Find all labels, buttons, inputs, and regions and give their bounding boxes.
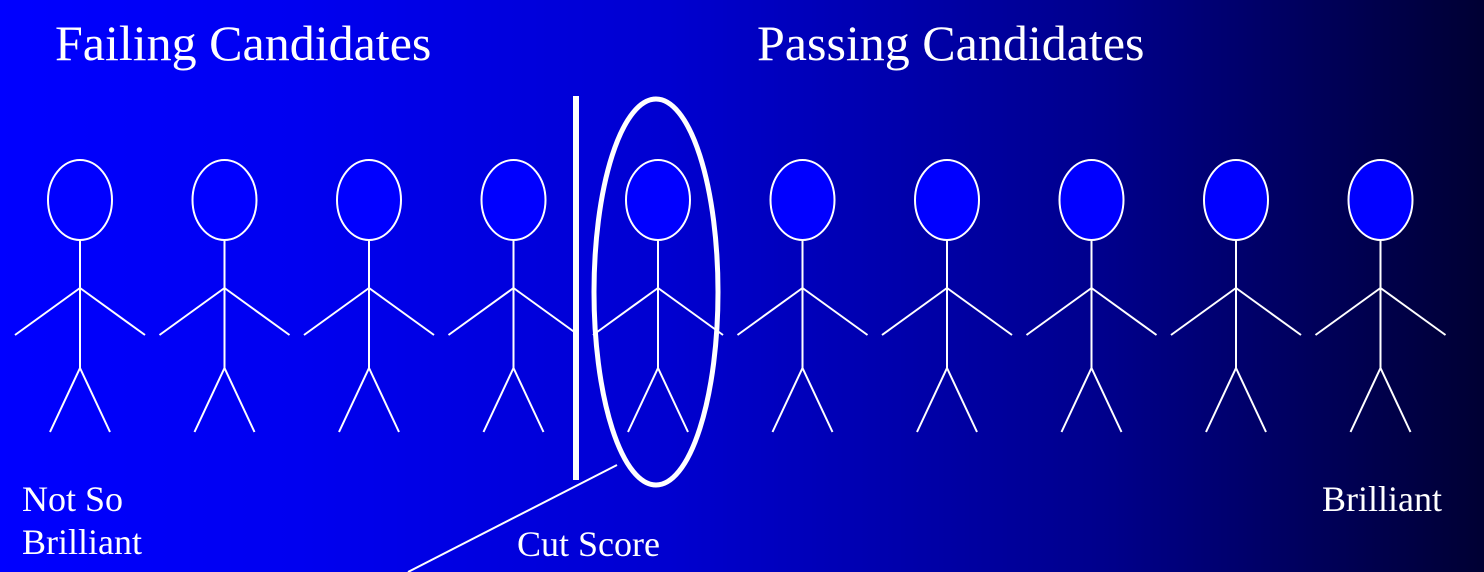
candidate-right-leg [803, 368, 833, 432]
stick-figure-row [15, 160, 1446, 432]
not-so-brilliant-label: Not So Brilliant [22, 478, 142, 564]
candidate-right-arm [1381, 288, 1446, 335]
candidate-right-leg [80, 368, 110, 432]
cut-score-label: Cut Score [517, 523, 660, 566]
candidate-right-leg [1381, 368, 1411, 432]
candidate-left-leg [917, 368, 947, 432]
candidate-right-arm [1236, 288, 1301, 335]
candidate-left-arm [304, 288, 369, 335]
candidate-left-arm [738, 288, 803, 335]
candidate-head [482, 160, 546, 240]
passing-candidate-figure [882, 160, 1012, 432]
candidate-head [193, 160, 257, 240]
candidate-right-leg [1092, 368, 1122, 432]
candidate-right-leg [658, 368, 688, 432]
candidate-right-leg [1236, 368, 1266, 432]
candidate-left-leg [50, 368, 80, 432]
cut-score-highlight-ellipse [594, 99, 718, 485]
not-so-brilliant-line2: Brilliant [22, 521, 142, 564]
candidate-left-leg [339, 368, 369, 432]
candidate-left-leg [195, 368, 225, 432]
candidate-right-leg [514, 368, 544, 432]
candidate-head [337, 160, 401, 240]
candidate-right-arm [80, 288, 145, 335]
passing-candidate-figure [738, 160, 868, 432]
candidate-left-leg [1206, 368, 1236, 432]
candidate-right-arm [369, 288, 434, 335]
candidate-left-arm [593, 288, 658, 335]
candidate-left-arm [160, 288, 225, 335]
candidate-right-arm [803, 288, 868, 335]
failing-candidate-figure [160, 160, 290, 432]
passing-candidate-figure [1316, 160, 1446, 432]
candidate-right-arm [1092, 288, 1157, 335]
candidate-right-arm [658, 288, 723, 335]
candidate-left-arm [449, 288, 514, 335]
candidate-right-leg [225, 368, 255, 432]
candidate-left-leg [1062, 368, 1092, 432]
not-so-brilliant-line1: Not So [22, 478, 142, 521]
passing-candidate-figure [593, 160, 723, 432]
passing-candidate-figure [1171, 160, 1301, 432]
candidate-left-arm [882, 288, 947, 335]
candidate-left-arm [1316, 288, 1381, 335]
brilliant-label: Brilliant [1322, 478, 1442, 521]
candidate-left-leg [628, 368, 658, 432]
candidate-left-arm [15, 288, 80, 335]
candidate-head [1349, 160, 1413, 240]
candidate-head [626, 160, 690, 240]
candidate-left-leg [773, 368, 803, 432]
candidate-left-arm [1171, 288, 1236, 335]
failing-candidate-figure [449, 160, 579, 432]
candidate-right-leg [947, 368, 977, 432]
candidate-head [1060, 160, 1124, 240]
candidate-head [771, 160, 835, 240]
failing-candidate-figure [304, 160, 434, 432]
failing-candidate-figure [15, 160, 145, 432]
candidate-right-leg [369, 368, 399, 432]
candidate-right-arm [947, 288, 1012, 335]
candidate-head [48, 160, 112, 240]
passing-candidate-figure [1027, 160, 1157, 432]
candidate-right-arm [225, 288, 290, 335]
candidate-right-arm [514, 288, 579, 335]
candidate-left-arm [1027, 288, 1092, 335]
candidate-head [1204, 160, 1268, 240]
candidate-left-leg [484, 368, 514, 432]
candidate-left-leg [1351, 368, 1381, 432]
candidate-head [915, 160, 979, 240]
